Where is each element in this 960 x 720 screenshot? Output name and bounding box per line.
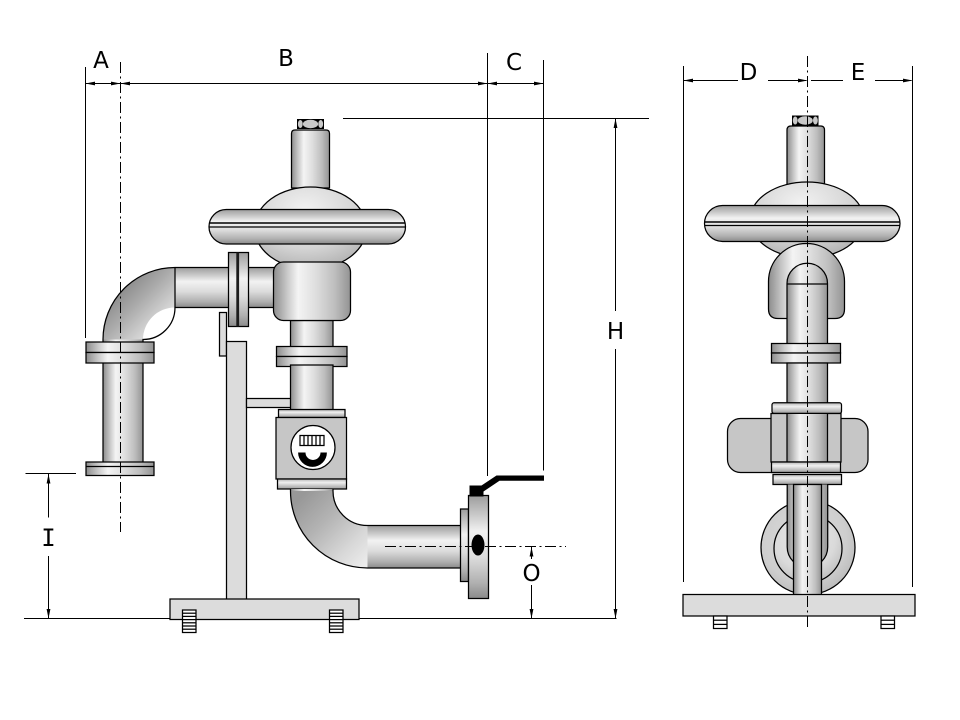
arrow-i-bottom (46, 609, 51, 619)
label-h: H (607, 319, 624, 345)
spring-tower-side (786, 125, 826, 186)
spring-tower (290, 129, 331, 189)
label-a: A (93, 48, 109, 74)
body-flange (275, 345, 348, 368)
valve-handle (477, 475, 544, 492)
arrow-c-right (534, 81, 544, 86)
leveling-foot (181, 609, 197, 634)
arrow-h-top (613, 118, 618, 128)
valve-bore (471, 534, 485, 556)
side-view (682, 115, 916, 630)
valve-handle-base (469, 485, 484, 497)
meter-counter (299, 434, 325, 447)
ball-valve (459, 475, 544, 600)
leveling-foot-side (712, 615, 728, 630)
diaphragm-flange-band-side (703, 204, 901, 243)
arrow-e-right (903, 78, 913, 83)
leveling-foot-side (880, 615, 896, 630)
label-b: B (278, 46, 294, 72)
inlet-horizontal-flange (227, 251, 250, 328)
dimension-labels: A B C D E H I O (41, 46, 865, 587)
meter-bottom-plate-side (770, 461, 842, 474)
arrow-a-left (85, 81, 95, 86)
arrow-d-right (798, 78, 808, 83)
dimension-arrows (46, 78, 913, 619)
center-lines (120, 56, 808, 628)
pipe-flange-side (770, 342, 842, 364)
label-e: E (851, 60, 866, 86)
stand-column (225, 340, 248, 602)
arrow-i-top (46, 474, 51, 484)
meter-dial-needle-arc (298, 452, 327, 467)
diaphragm-flange-band (208, 208, 407, 245)
arrow-c-left (487, 81, 497, 86)
meter-top-plate-side (771, 402, 843, 415)
base-plate-side (682, 593, 916, 617)
arrow-b-right (478, 81, 488, 86)
arrow-o-bottom (529, 609, 534, 619)
label-d: D (740, 60, 758, 86)
cap-nut (297, 119, 324, 129)
arrow-h-bottom (613, 609, 618, 619)
valve-flange-step (459, 508, 470, 583)
label-c: C (506, 50, 522, 76)
cap-nut-side (792, 115, 819, 126)
meter-bottom-plate (276, 478, 348, 490)
arrow-o-top (529, 547, 534, 557)
valve-body (272, 261, 352, 322)
stand-bracket (245, 397, 292, 409)
base-plate-front (169, 598, 360, 621)
meter-inlet-pipe (289, 364, 334, 412)
stand-tab (218, 311, 228, 357)
label-i: I (41, 524, 55, 552)
meter-top-plate (277, 408, 346, 419)
label-o: O (522, 561, 540, 587)
leveling-foot (328, 609, 344, 634)
arrow-a-right (111, 81, 121, 86)
arrow-d-left (683, 78, 693, 83)
valve-neck (289, 319, 334, 350)
gas-meter (275, 408, 348, 490)
arrow-b-left (120, 81, 130, 86)
